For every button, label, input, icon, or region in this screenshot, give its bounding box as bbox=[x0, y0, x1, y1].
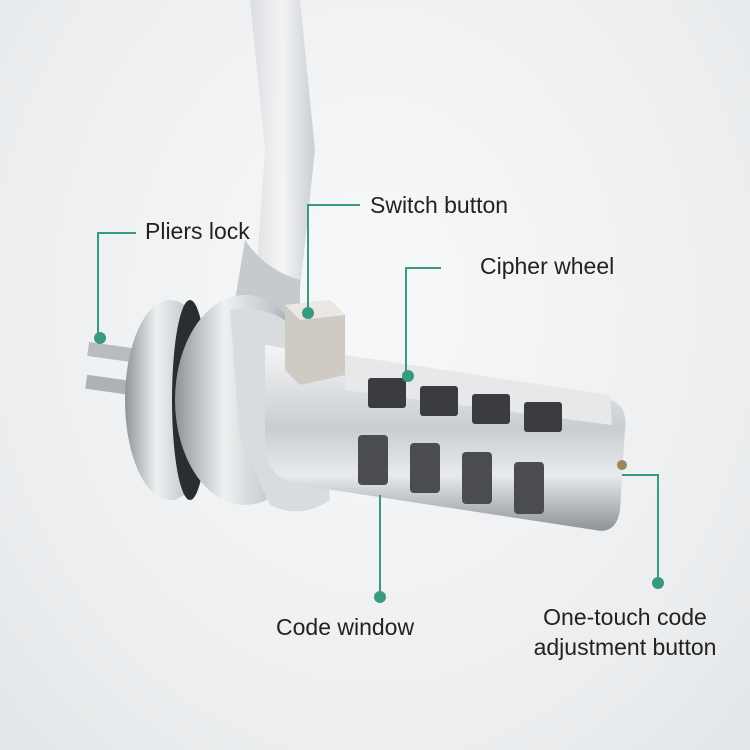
steel-cable bbox=[230, 0, 315, 330]
dot-code-window bbox=[374, 591, 386, 603]
code-windows bbox=[358, 435, 544, 514]
label-adjustment-line2: adjustment button bbox=[533, 634, 717, 660]
leader-lines bbox=[97, 204, 659, 597]
dot-pliers-lock bbox=[94, 332, 106, 344]
dot-adjustment-button bbox=[652, 577, 664, 589]
label-switch-button: Switch button bbox=[370, 192, 509, 218]
dot-switch-button bbox=[302, 307, 314, 319]
label-adjustment-line1: One-touch code bbox=[543, 604, 707, 630]
label-adjustment-button: One-touch code adjustment button bbox=[515, 602, 735, 662]
pliers-prongs bbox=[85, 342, 139, 396]
dot-cipher-wheel bbox=[402, 370, 414, 382]
leader-dots bbox=[94, 307, 664, 603]
leader-switch-button bbox=[307, 204, 360, 313]
cipher-wheels bbox=[368, 378, 562, 432]
leader-cipher-wheel bbox=[405, 267, 441, 376]
leader-pliers-lock bbox=[97, 232, 136, 338]
switch-button-shape bbox=[285, 300, 345, 385]
label-cipher-wheel: Cipher wheel bbox=[480, 253, 615, 279]
leader-adjustment-button bbox=[622, 474, 659, 583]
adjustment-button-shape bbox=[617, 460, 627, 470]
label-pliers-lock: Pliers lock bbox=[145, 218, 250, 244]
label-code-window: Code window bbox=[276, 614, 415, 640]
